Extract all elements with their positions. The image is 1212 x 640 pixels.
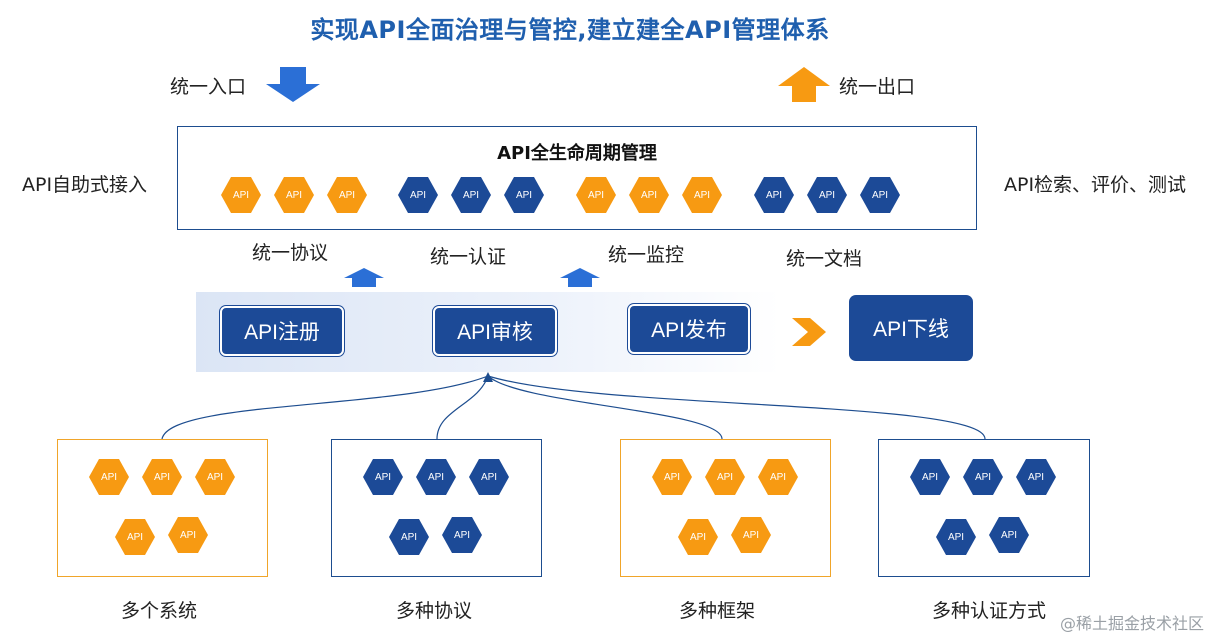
right-side-label: API检索、评价、测试 — [1004, 174, 1187, 196]
lifecycle-title: API全生命周期管理 — [497, 143, 657, 164]
api-hex-icon: API — [705, 459, 745, 495]
api-hex-icon: API — [754, 177, 794, 213]
api-hex-icon: API — [168, 517, 208, 553]
up-arrow-icon-1 — [344, 268, 384, 287]
watermark: @稀土掘金技术社区 — [1059, 614, 1204, 633]
source-label-auth: 多种认证方式 — [932, 600, 1047, 622]
api-hex-icon: API — [678, 519, 718, 555]
api-hex-icon: API — [195, 459, 235, 495]
api-hex-icon: API — [682, 177, 722, 213]
connector-arrowhead-icon — [483, 372, 493, 382]
source-label-systems: 多个系统 — [121, 600, 198, 622]
stage-register: API注册 — [220, 306, 344, 356]
source-label-protocols: 多种协议 — [396, 600, 473, 622]
lifecycle-box — [177, 126, 977, 230]
api-hex-icon: API — [936, 519, 976, 555]
stage-offline: API下线 — [849, 295, 973, 361]
entry-arrow-icon — [266, 67, 320, 102]
group-label-monitor: 统一监控 — [608, 244, 685, 266]
api-hex-icon: API — [629, 177, 669, 213]
entry-label: 统一入口 — [170, 76, 247, 98]
api-hex-icon: API — [910, 459, 950, 495]
api-hex-icon: API — [142, 459, 182, 495]
exit-arrow-icon — [778, 67, 830, 102]
group-label-auth: 统一认证 — [430, 246, 507, 268]
stage-arrow-icon-3 — [792, 318, 826, 346]
api-hex-icon: API — [989, 517, 1029, 553]
exit-label: 统一出口 — [839, 76, 916, 98]
api-hex-icon: API — [652, 459, 692, 495]
api-hex-icon: API — [807, 177, 847, 213]
api-hex-icon: API — [576, 177, 616, 213]
api-hex-icon: API — [731, 517, 771, 553]
left-side-label: API自助式接入 — [22, 174, 148, 196]
up-arrow-icon-2 — [560, 268, 600, 287]
api-hex-icon: API — [758, 459, 798, 495]
source-label-frameworks: 多种框架 — [679, 600, 756, 622]
api-hex-icon: API — [860, 177, 900, 213]
page-title: 实现API全面治理与管控,建立建全API管理体系 — [310, 16, 830, 44]
api-hex-icon: API — [221, 177, 261, 213]
api-hex-icon: API — [963, 459, 1003, 495]
stage-review: API审核 — [433, 306, 557, 356]
group-label-docs: 统一文档 — [786, 248, 863, 270]
source-connectors — [161, 375, 986, 440]
stage-publish: API发布 — [628, 304, 750, 354]
group-label-protocol: 统一协议 — [252, 242, 329, 264]
